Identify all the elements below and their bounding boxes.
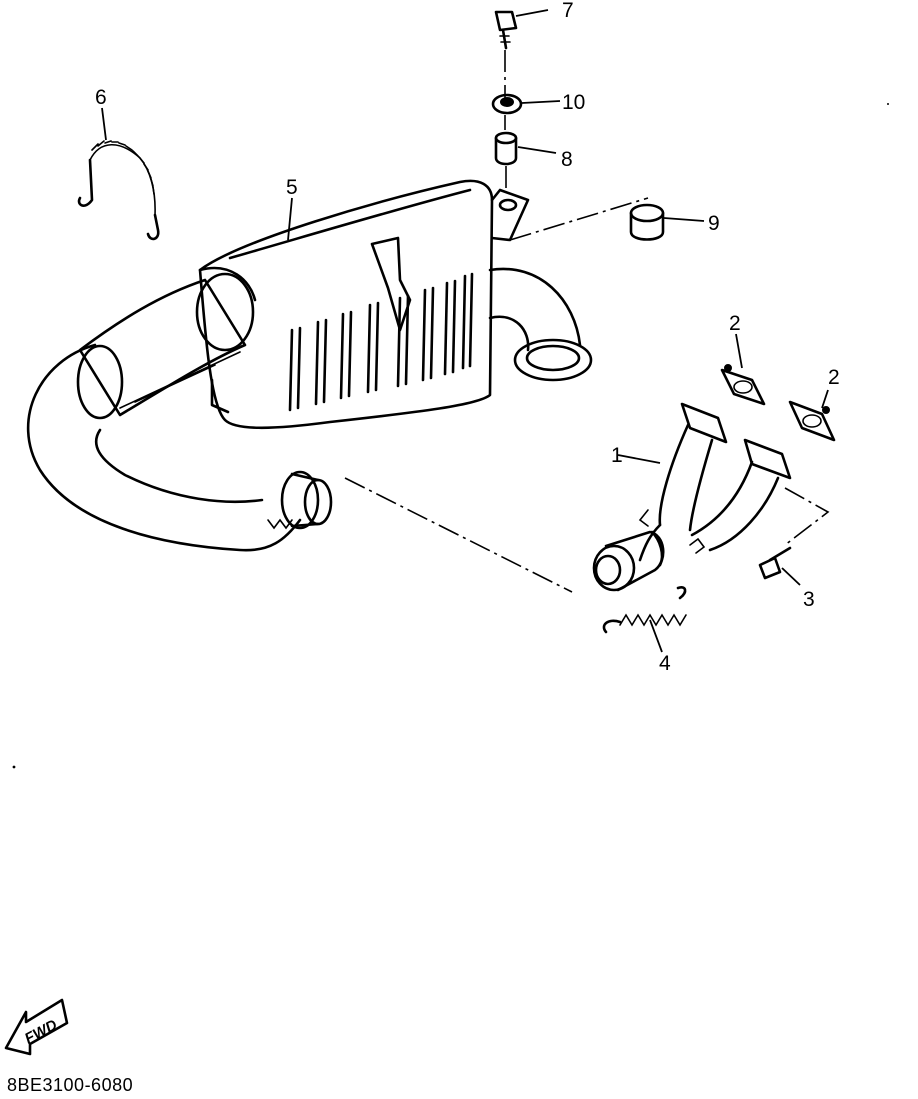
callout-7: 7: [562, 0, 574, 22]
collar-shape: [494, 131, 518, 166]
callout-9: 9: [708, 212, 720, 235]
callout-3: 3: [803, 588, 815, 611]
fwd-arrow-icon: FWD: [4, 998, 69, 1056]
spring-loose-shape: [77, 140, 160, 241]
bolt-top-shape: [494, 10, 518, 50]
callout-1: 1: [611, 444, 623, 467]
damper-shape: [629, 203, 665, 241]
gasket-right-shape: [788, 400, 836, 442]
callout-8: 8: [561, 148, 573, 171]
diagram-code: 8BE3100-6080: [7, 1075, 134, 1095]
callout-2-right: 2: [828, 366, 840, 389]
assembly-lines: [344, 50, 830, 593]
washer-shape: [491, 93, 523, 115]
gasket-left-shape: [720, 364, 766, 406]
exhaust-pipe-assembly: [592, 402, 792, 592]
callout-2-left: 2: [729, 312, 741, 335]
muffler-assembly: [26, 179, 593, 552]
leader-lines: [101, 9, 829, 653]
bolt-shape: [758, 546, 792, 580]
callout-labels: 1 2 2 3 4 5 6 7 8 9 10: [95, 0, 840, 675]
callout-5: 5: [286, 176, 298, 199]
callout-4: 4: [659, 652, 671, 675]
callout-6: 6: [95, 86, 107, 109]
spring-shape: [602, 586, 687, 634]
callout-10: 10: [562, 91, 585, 114]
